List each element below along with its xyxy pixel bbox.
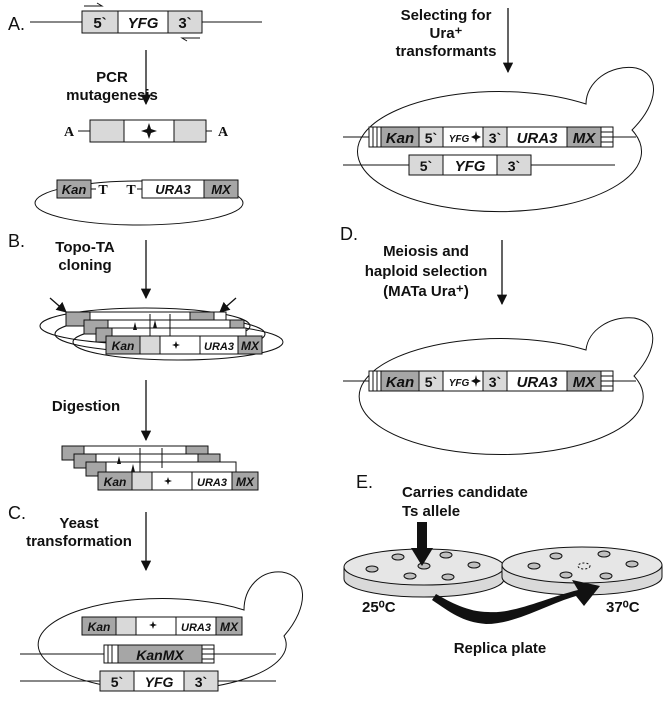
vector-kan-label: Kan <box>62 182 87 197</box>
digestion-caption: Digestion <box>52 398 120 415</box>
hap-mx-label: MX <box>573 374 596 391</box>
three-prime-label: 3` <box>178 15 191 32</box>
missing-colony-marker <box>577 562 591 570</box>
sel-wt-three <box>496 154 532 176</box>
temp-37c-label: 37⁰C <box>606 599 640 616</box>
temp-25c-label: 25⁰C <box>362 599 396 616</box>
hap-yfg-label: YFG <box>449 378 470 389</box>
select-caption-line2: Ura⁺ <box>430 25 463 42</box>
pcr-caption-line1: PCR <box>96 69 128 86</box>
c-fragment-five <box>115 616 137 636</box>
vector-ura3-label: URA3 <box>155 182 191 197</box>
a-overhang-right: A <box>218 125 229 140</box>
panel-b: B. Topo-TA cloning K <box>8 231 284 491</box>
mutation-star-icon <box>141 123 157 139</box>
hap-mutation-star-icon <box>471 375 481 387</box>
c-three-prime-label: 3` <box>195 674 207 690</box>
yeast-caption-line1: Yeast <box>59 515 98 532</box>
kanmx-label: KanMX <box>136 647 185 663</box>
cut-site-arrow-right <box>219 297 237 313</box>
t-overhang-left: T <box>98 183 108 198</box>
topo-vector-plasmid <box>34 180 244 226</box>
digested-fragment-stack <box>61 445 259 491</box>
pcr-caption-line2: mutagenesis <box>66 87 158 104</box>
meiosis-caption-line2: haploid selection <box>365 263 488 280</box>
yeast-cell-haploid <box>358 317 654 456</box>
fragment-ura3-label: URA3 <box>197 477 227 489</box>
c-fragment-mx <box>215 616 243 636</box>
panel-a: A. 5` YFG 3` PCR mutagenesis A A Kan T T… <box>8 2 262 226</box>
panel-e: E. Carries candidate Ts allele <box>343 472 663 657</box>
c-fragment-mx-label: MX <box>220 620 239 634</box>
sel-three-label: 3` <box>489 130 501 146</box>
step-d-label: D. <box>340 224 358 244</box>
sel-wt-three-label: 3` <box>508 158 520 174</box>
yfg-label: YFG <box>128 15 159 32</box>
c-three-prime <box>183 670 219 692</box>
candidate-pointer-arrow <box>411 522 433 566</box>
panel-c: C. Yeast transformation Kan URA3 MX KanM… <box>8 503 303 692</box>
vector-mx-label: MX <box>211 182 232 197</box>
clone-kan-label: Kan <box>112 339 135 353</box>
panel-d: D. Meiosis and haploid selection (MATa U… <box>340 224 654 456</box>
sel-yfg-label: YFG <box>449 134 470 145</box>
select-caption-line1: Selecting for <box>401 7 492 24</box>
topo-clone-stack <box>39 307 284 361</box>
sel-mx-label: MX <box>573 130 596 147</box>
topo-caption-line1: Topo-TA <box>55 239 115 256</box>
sel-wt-yfg-label: YFG <box>455 158 486 175</box>
sel-mutation-star-icon <box>471 131 481 143</box>
plate-25c <box>343 548 505 598</box>
c-fragment-kan-label: Kan <box>88 620 111 634</box>
vector-mx <box>203 179 239 199</box>
sel-five-label: 5` <box>425 130 437 146</box>
hap-left-repeat <box>368 370 382 392</box>
yeast-caption-line2: transformation <box>26 533 132 550</box>
c-five-prime-label: 5` <box>111 674 123 690</box>
sel-kan-label: Kan <box>386 130 414 147</box>
sel-left-repeat <box>368 126 382 148</box>
replica-plate-caption: Replica plate <box>454 640 547 657</box>
carries-caption-line2: Ts allele <box>402 503 460 520</box>
kanmx-left-repeat <box>103 644 119 664</box>
forward-primer-arrow <box>84 2 104 7</box>
sel-wt-five-label: 5` <box>420 158 432 174</box>
five-prime-label: 5` <box>93 15 106 32</box>
replica-plate-arrow <box>432 580 600 624</box>
three-prime-region <box>167 10 203 34</box>
meiosis-caption-line1: Meiosis and <box>383 243 469 260</box>
step-c-label: C. <box>8 503 26 523</box>
step-e-label: E. <box>356 472 373 492</box>
c-fragment-orf <box>135 616 177 636</box>
clone-mx-label: MX <box>241 339 260 353</box>
fragment-kan-label: Kan <box>104 475 127 489</box>
select-caption-line3: transformants <box>396 43 497 60</box>
sel-ura3-label: URA3 <box>517 130 558 147</box>
step-b-label: B. <box>8 231 25 251</box>
t-overhang-right: T <box>126 183 136 198</box>
pcr-three-prime <box>173 119 207 143</box>
hap-kan-label: Kan <box>386 374 414 391</box>
cut-site-arrow-left <box>49 297 67 313</box>
fragment-mx-label: MX <box>236 475 255 489</box>
c-mutation-star-icon <box>149 621 157 629</box>
hap-five-label: 5` <box>425 374 437 390</box>
reverse-primer-arrow <box>180 37 200 42</box>
step-a-label: A. <box>8 14 25 34</box>
hap-three-label: 3` <box>489 374 501 390</box>
carries-caption-line1: Carries candidate <box>402 484 528 501</box>
panel-selection: Selecting for Ura⁺ transformants Kan 5` … <box>343 7 654 213</box>
a-overhang-left: A <box>64 125 75 140</box>
hap-ura3-label: URA3 <box>517 374 558 391</box>
topo-caption-line2: cloning <box>58 257 111 274</box>
pcr-five-prime <box>89 119 125 143</box>
c-yfg-label: YFG <box>145 674 174 690</box>
clone-ura3-label: URA3 <box>204 341 234 353</box>
yeast-cell-transformant <box>357 66 654 213</box>
c-fragment-ura3-label: URA3 <box>181 622 211 634</box>
meiosis-caption-line3: (MATa Ura⁺) <box>383 283 469 300</box>
